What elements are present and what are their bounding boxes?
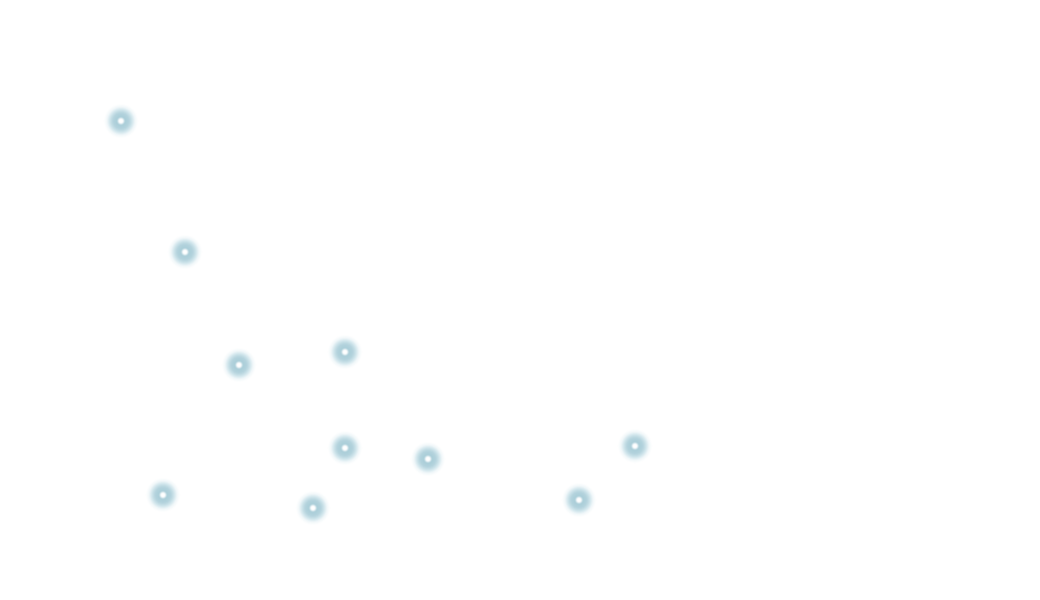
- glow-dot-6: [411, 442, 445, 476]
- glow-dot-10: [562, 483, 596, 517]
- glow-dot-8: [146, 478, 180, 512]
- glow-dot-4: [328, 335, 362, 369]
- glow-dot-9: [296, 491, 330, 525]
- glow-dot-2: [168, 235, 202, 269]
- glow-dot-3: [222, 348, 256, 382]
- glow-dot-7: [618, 429, 652, 463]
- glow-dot-5: [328, 431, 362, 465]
- glow-dot-1: [104, 104, 138, 138]
